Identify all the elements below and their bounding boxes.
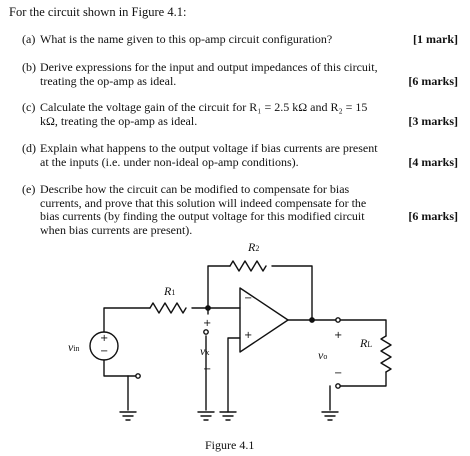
label-rl: RL	[360, 336, 373, 350]
load-top-wire	[339, 319, 387, 337]
label-r2: R2	[248, 240, 260, 254]
op-amp-symbol	[239, 287, 289, 353]
question-text: Describe how the circuit can be modified…	[40, 182, 367, 237]
ground-symbol	[119, 375, 137, 421]
load-bottom-wire	[339, 371, 387, 387]
circuit-diagram	[89, 260, 392, 421]
label-vin: vin	[68, 340, 80, 354]
question-b: (b) Derive expressions for the input and…	[22, 60, 458, 88]
ground-symbol	[321, 385, 339, 421]
source-bottom-wire	[103, 359, 137, 377]
question-e: (e) Describe how the circuit can be modi…	[22, 182, 458, 237]
vo-plus-sign: +	[334, 330, 343, 341]
junction-dot	[309, 317, 315, 323]
noninverting-input-wire	[227, 337, 241, 413]
question-label: (d)	[22, 141, 36, 155]
source-minus-sign: −	[100, 346, 109, 357]
question-text: Explain what happens to the output volta…	[40, 141, 378, 169]
question-marks: [1 mark]	[413, 32, 458, 46]
question-text: What is the name given to this op-amp ci…	[40, 32, 333, 46]
feedback-wire-left	[207, 265, 231, 315]
vx-plus-sign: +	[203, 318, 212, 329]
resistor-r2-symbol	[229, 260, 267, 272]
question-d: (d) Explain what happens to the output v…	[22, 141, 458, 169]
circuit-figure: R2 R1 RL vin vx vo + − − + + − + − Figur…	[0, 236, 470, 456]
input-wire	[103, 307, 151, 333]
intro-text: For the circuit shown in Figure 4.1:	[9, 5, 187, 19]
opamp-minus-sign: −	[244, 293, 253, 304]
ground-symbol	[197, 335, 215, 421]
label-r1: R1	[164, 284, 176, 298]
question-marks: [6 marks]	[408, 209, 458, 223]
question-text: Calculate the voltage gain of the circui…	[40, 100, 368, 128]
question-a: (a) [1 mark] What is the name given to t…	[22, 32, 458, 47]
question-text: Derive expressions for the input and out…	[40, 60, 378, 88]
junction-dot	[205, 305, 211, 311]
question-label: (b)	[22, 60, 36, 74]
question-c: (c) Calculate the voltage gain of the ci…	[22, 100, 458, 128]
question-marks: [3 marks]	[408, 113, 458, 128]
question-label: (c)	[22, 100, 36, 114]
terminal-node	[335, 383, 341, 389]
feedback-wire-right	[271, 265, 313, 321]
source-plus-sign: +	[100, 333, 109, 344]
terminal-node	[135, 373, 141, 379]
label-vx: vx	[200, 344, 210, 358]
question-marks: [6 marks]	[408, 73, 458, 88]
ground-symbol	[219, 411, 237, 421]
question-label: (e)	[22, 182, 36, 196]
question-label: (a)	[22, 32, 36, 46]
label-vo: vo	[318, 348, 328, 362]
vo-minus-sign: −	[334, 368, 343, 379]
terminal-node	[203, 329, 209, 335]
resistor-r1-symbol	[149, 302, 187, 314]
figure-caption: Figure 4.1	[205, 438, 255, 452]
opamp-plus-sign: +	[244, 330, 253, 341]
question-marks: [4 marks]	[408, 154, 458, 169]
resistor-rl-symbol	[380, 335, 392, 373]
vx-minus-sign: −	[203, 364, 212, 375]
